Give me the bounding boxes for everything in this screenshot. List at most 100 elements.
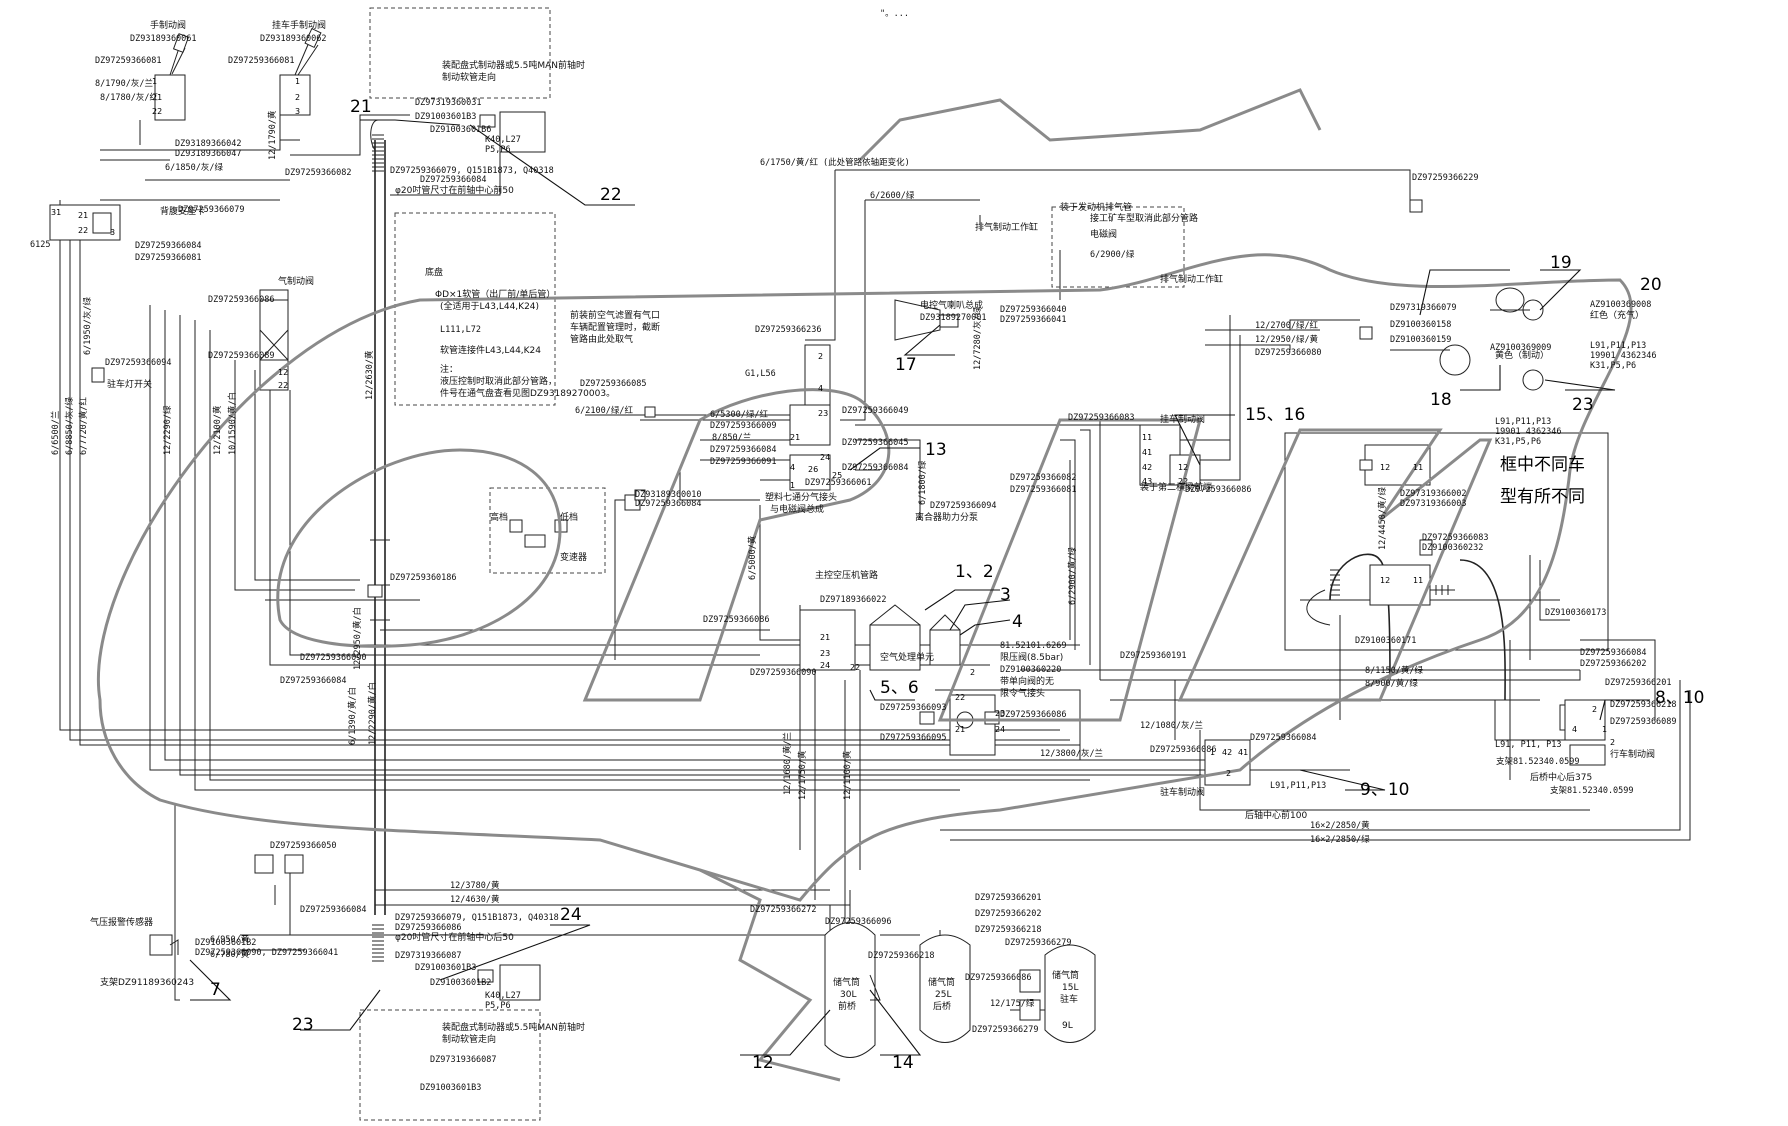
brake-chamber-bottom[interactable]: [499, 964, 541, 1001]
red-marker[interactable]: [1522, 299, 1544, 321]
diagram-label: DZ97259366009: [710, 421, 777, 431]
label-midbox-title: ΦD×1软管（出厂前/单后管）: [435, 288, 555, 300]
port-numbers: 1 21 22 1 2 3 21 22 3 31 12 22 23 21 4 1…: [51, 77, 1615, 778]
diagram-label: L91, P11, P13: [1495, 740, 1562, 750]
diagram-label: 24: [820, 661, 830, 670]
diagram-label: DZ97259366079, Q151B1873, Q40318: [390, 166, 554, 176]
diagram-label: 6/8850/灰/绿: [64, 397, 75, 455]
label-red-marker: 红色（充气）: [1590, 309, 1644, 321]
label-pressure-limit: 限压阀(8.5bar): [1000, 652, 1063, 663]
diagram-label: DZ97259366084: [135, 241, 202, 251]
diagram-label: 6/950/黄: [210, 934, 250, 945]
diagram-label: DZ97259366061: [805, 478, 872, 488]
diagram-label: 12/4450/黄/绿: [1377, 486, 1388, 550]
diagram-label: 6/1800/绿: [917, 460, 928, 505]
label-bracket-a: 支架81.52340.0599: [1496, 756, 1580, 767]
hand-brake-valve[interactable]: [154, 74, 186, 121]
diagram-label: 6/1390/黄/白: [347, 687, 358, 745]
brake-valve[interactable]: [259, 289, 289, 391]
callout-8-10: 8、10: [1655, 688, 1704, 708]
label-midbox-note3: 件号在通气盘查看见图DZ93189270003。: [440, 387, 615, 399]
label-trailer-chamber-b2: 制动软管走向: [442, 1033, 496, 1045]
diagram-label: DZ93189366042: [175, 139, 242, 149]
diagram-label: 12: [1178, 463, 1188, 472]
label-exhaust-a: 装于发动机排气管: [1060, 201, 1132, 213]
diagram-label: 19901 4362346: [1590, 351, 1657, 361]
low-pressure-alarm[interactable]: [149, 934, 173, 956]
pressure-limit-valve[interactable]: [929, 629, 961, 666]
diagram-label: DZ97259366279: [1005, 938, 1072, 948]
diagram-label: DZ97259366094: [930, 501, 997, 511]
diagram-label: DZ97259366218: [1610, 700, 1677, 710]
callout-12: 12: [752, 1053, 774, 1073]
diagram-label: 22: [278, 381, 288, 390]
label-rear-pipe-note: 装于第二横梁前端: [1140, 481, 1212, 493]
diagram-label: DZ97259366089: [1610, 717, 1677, 727]
diagram-label: 41: [1142, 448, 1152, 457]
bottom-hose-box: [359, 1009, 541, 1121]
relay-valve-mid[interactable]: [789, 404, 831, 446]
note-box: [1284, 432, 1609, 651]
diagram-label: 24: [820, 453, 830, 462]
diagram-label: 41: [1238, 748, 1248, 757]
diagram-label: P5,P6: [485, 1001, 511, 1011]
top-hose-box: [369, 7, 551, 99]
box-valve-top[interactable]: [1364, 444, 1431, 486]
air-tank-parking[interactable]: [1044, 944, 1096, 1043]
relay-valve-mid-b[interactable]: [789, 454, 831, 491]
diagram-label: DZ97259366091: [710, 457, 777, 467]
diagram-label: 8/1780/灰/红: [100, 92, 158, 103]
air-tank-front[interactable]: [824, 922, 876, 1058]
diagram-label: 24: [995, 725, 1005, 734]
diagram-label: 6/2100/绿/红: [575, 405, 633, 416]
diagram-label: 8/900/黄/绿: [1365, 678, 1418, 689]
label-wire-bracket: 背腹支座卡: [160, 205, 205, 217]
label-service-brake-valve: 行车制动阀: [1610, 748, 1655, 760]
pressure-gauge[interactable]: [1439, 344, 1471, 376]
diagram-label: DZ97319366087: [430, 1055, 497, 1065]
diagram-label: DZ97259366086: [1000, 710, 1067, 720]
label-midbox-l2: L111,L72: [440, 325, 481, 335]
diagram-label: 12/1100/黄: [842, 750, 853, 800]
diagram-label: DZ9100360173: [1545, 608, 1606, 618]
diagram-label: 22: [1178, 477, 1188, 486]
diagram-label: 42: [1142, 463, 1152, 472]
diagram-label: 6/2600/绿: [870, 190, 915, 201]
callout-23: 23: [292, 1015, 314, 1035]
diagram-label: 1: [152, 77, 157, 86]
parking-brake-valve-2[interactable]: [1204, 739, 1251, 786]
diagram-label: 12/3780/黄: [450, 880, 500, 891]
diagram-label: 19901 4362346: [1495, 427, 1562, 437]
diagram-label: 6/5300/绿/红: [710, 409, 768, 420]
diagram-label: 4: [790, 463, 795, 472]
diagram-label: 1: [1602, 725, 1607, 734]
horn[interactable]: [894, 299, 941, 341]
air-dryer-block[interactable]: [799, 609, 856, 671]
service-brake-valve[interactable]: [1569, 744, 1606, 766]
air-dryer[interactable]: [869, 624, 921, 671]
pressure-sensor[interactable]: [1495, 287, 1525, 313]
diagram-label: 21: [152, 93, 162, 102]
diagram-label: DZ97259366236: [755, 325, 822, 335]
brake-chamber-top[interactable]: [499, 111, 546, 153]
relay-valve-8-10[interactable]: [1564, 699, 1606, 741]
diagram-label: DZ97259366201: [1605, 678, 1672, 688]
yellow-marker[interactable]: [1522, 369, 1544, 391]
air-tank-rear[interactable]: [919, 934, 971, 1043]
diagram-label: DZ97259366094: [105, 358, 172, 368]
box-valve-bottom[interactable]: [1369, 564, 1431, 606]
parking-light-switch[interactable]: [91, 367, 105, 383]
gearbox-solenoid[interactable]: [524, 534, 546, 548]
label-tank-c: 储气筒: [1052, 969, 1079, 981]
label-alarm-bracket: 支架DZ91189360243: [100, 976, 194, 988]
diagram-label: DZ9100360232: [1422, 543, 1483, 553]
callout-4: 4: [1012, 612, 1023, 632]
diagram-label: 8/850/兰: [712, 432, 751, 443]
parking-brake-valve[interactable]: [949, 694, 996, 756]
relay-valve-top[interactable]: [804, 344, 831, 406]
diagram-label: DZ97319366087: [395, 951, 462, 961]
callout-7: 7: [210, 980, 221, 1000]
trailer-hand-brake-valve[interactable]: [279, 74, 311, 116]
callout-18: 19: [1550, 253, 1572, 273]
label-exhaust-brake2: 排气制动工作缸: [1160, 273, 1223, 285]
